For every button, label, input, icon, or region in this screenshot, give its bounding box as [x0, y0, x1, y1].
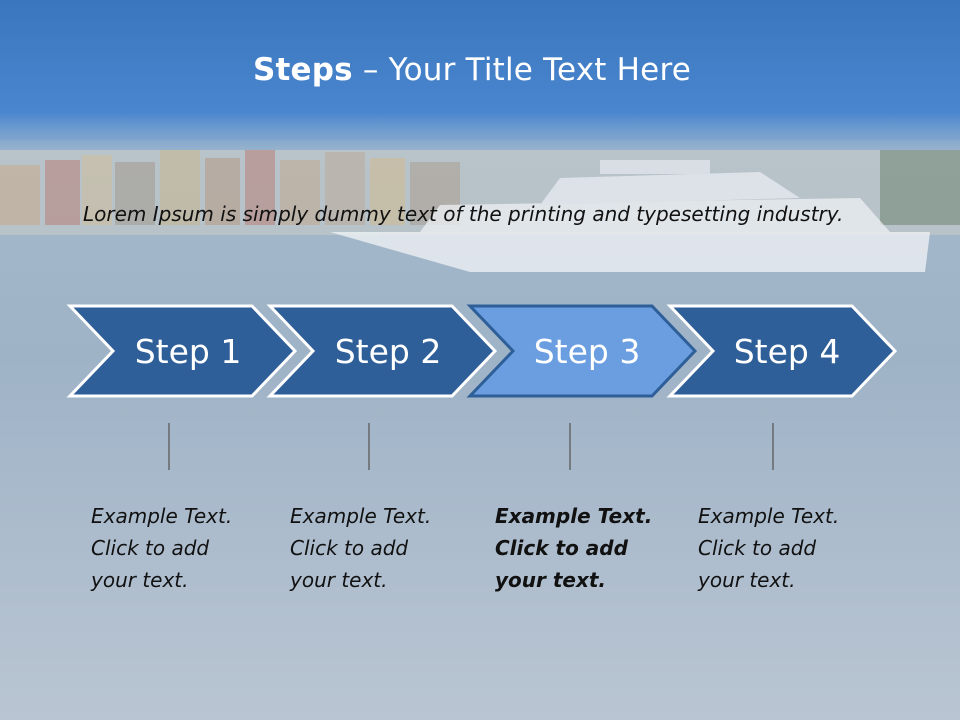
step-4-connector: [772, 423, 774, 470]
step-4-description[interactable]: Example Text. Click to add your text.: [698, 500, 868, 596]
step-2-description[interactable]: Example Text. Click to add your text.: [290, 500, 460, 596]
step-1-label: Step 1: [118, 330, 258, 374]
step-3-connector: [569, 423, 571, 470]
step-3-description[interactable]: Example Text. Click to add your text.: [495, 500, 665, 596]
step-1-connector: [168, 423, 170, 470]
step-3-label: Step 3: [517, 330, 657, 374]
step-2-connector: [368, 423, 370, 470]
step-2-label: Step 2: [318, 330, 458, 374]
step-4-label: Step 4: [717, 330, 857, 374]
step-1-description[interactable]: Example Text. Click to add your text.: [91, 500, 261, 596]
